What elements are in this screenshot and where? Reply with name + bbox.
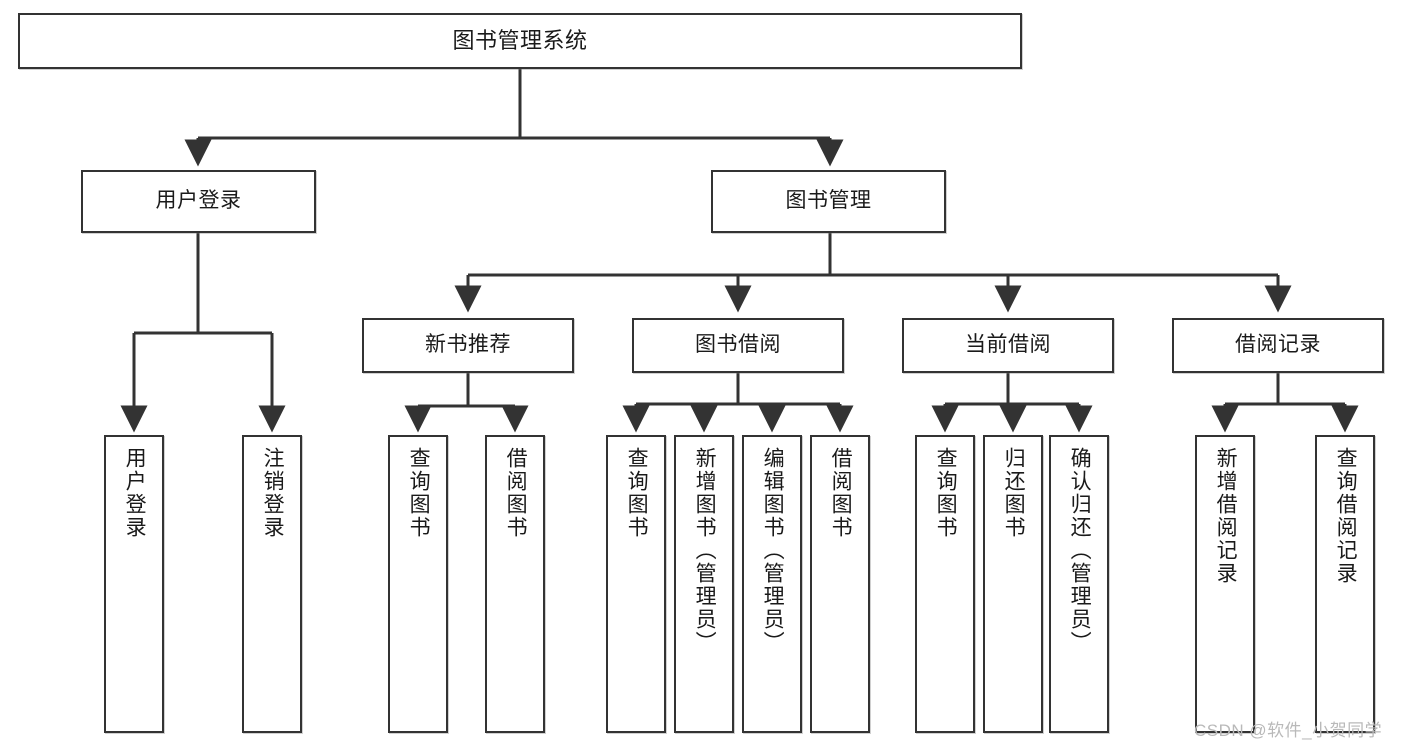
leaf-recommend-borrow-book[interactable]: 借阅图书 bbox=[485, 435, 545, 733]
node-label: 用户登录 bbox=[155, 189, 242, 213]
leaf-user-login-signin[interactable]: 用户登录 bbox=[104, 435, 164, 733]
node-new-book-recommend[interactable]: 新书推荐 bbox=[362, 318, 574, 373]
leaf-current-query-book[interactable]: 查询图书 bbox=[915, 435, 975, 733]
node-label: 注销登录 bbox=[261, 447, 285, 539]
node-label: 查询图书 bbox=[625, 447, 649, 539]
csdn-watermark: CSDN @软件_小贺同学 bbox=[1194, 721, 1383, 740]
node-book-management[interactable]: 图书管理 bbox=[711, 170, 946, 233]
node-book-borrow[interactable]: 图书借阅 bbox=[632, 318, 844, 373]
leaf-borrow-edit-book[interactable]: 编辑图书（管理员） bbox=[742, 435, 802, 733]
node-current-borrow[interactable]: 当前借阅 bbox=[902, 318, 1114, 373]
node-label: 图书管理系统 bbox=[452, 28, 588, 54]
node-label: 归还图书 bbox=[1002, 447, 1026, 539]
node-label: 查询图书 bbox=[407, 447, 431, 539]
node-label: 确认归还（管理员） bbox=[1068, 447, 1092, 654]
leaf-current-confirm-return[interactable]: 确认归还（管理员） bbox=[1049, 435, 1109, 733]
node-label: 用户登录 bbox=[123, 447, 147, 539]
node-label: 借阅记录 bbox=[1235, 333, 1321, 357]
node-borrow-record[interactable]: 借阅记录 bbox=[1172, 318, 1384, 373]
node-label: 查询借阅记录 bbox=[1334, 447, 1358, 585]
node-root-system[interactable]: 图书管理系统 bbox=[18, 13, 1022, 69]
leaf-recommend-query-book[interactable]: 查询图书 bbox=[388, 435, 448, 733]
leaf-current-return-book[interactable]: 归还图书 bbox=[983, 435, 1043, 733]
leaf-user-login-signout[interactable]: 注销登录 bbox=[242, 435, 302, 733]
node-label: 借阅图书 bbox=[504, 447, 528, 539]
node-label: 新增借阅记录 bbox=[1214, 447, 1238, 585]
node-label: 当前借阅 bbox=[965, 333, 1051, 357]
node-label: 图书借阅 bbox=[695, 333, 781, 357]
leaf-borrow-add-book[interactable]: 新增图书（管理员） bbox=[674, 435, 734, 733]
leaf-record-add-record[interactable]: 新增借阅记录 bbox=[1195, 435, 1255, 733]
node-user-login[interactable]: 用户登录 bbox=[81, 170, 316, 233]
node-label: 借阅图书 bbox=[829, 447, 853, 539]
leaf-borrow-borrow-book[interactable]: 借阅图书 bbox=[810, 435, 870, 733]
node-label: 图书管理 bbox=[785, 189, 872, 213]
node-label: 新书推荐 bbox=[425, 333, 511, 357]
leaf-borrow-query-book[interactable]: 查询图书 bbox=[606, 435, 666, 733]
node-label: 编辑图书（管理员） bbox=[761, 447, 785, 654]
node-label: 查询图书 bbox=[934, 447, 958, 539]
node-label: 新增图书（管理员） bbox=[693, 447, 717, 654]
leaf-record-query-record[interactable]: 查询借阅记录 bbox=[1315, 435, 1375, 733]
